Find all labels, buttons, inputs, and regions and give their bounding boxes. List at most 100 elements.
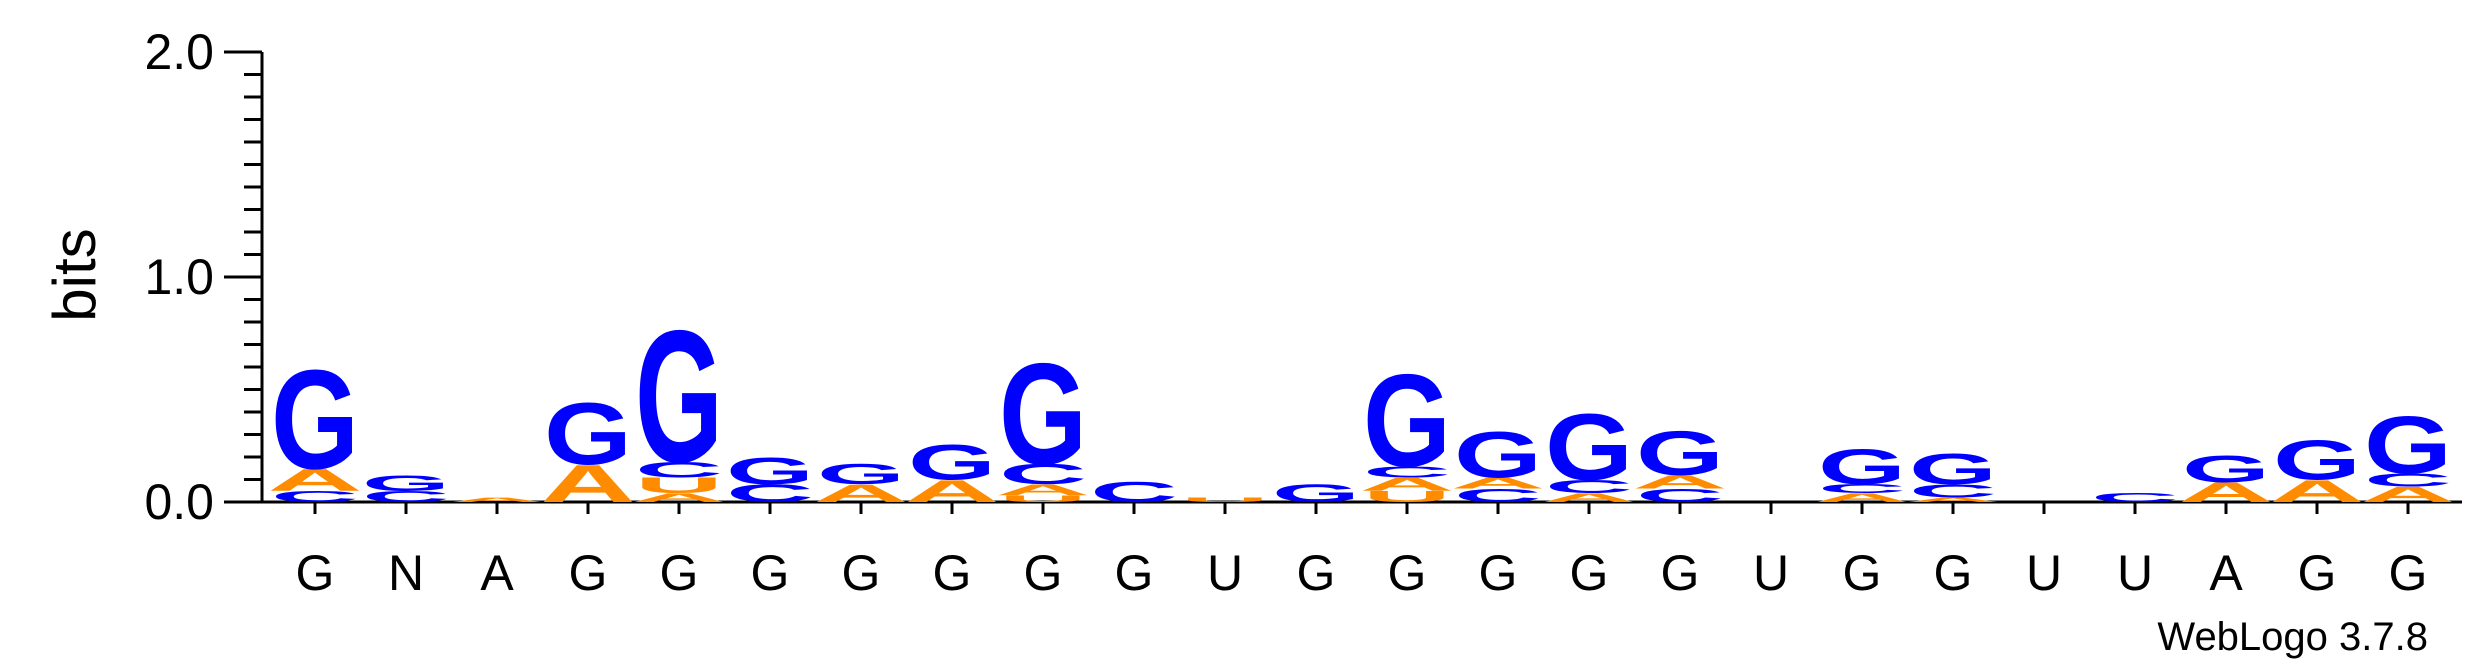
logo-letter-glyph: C (2364, 469, 2452, 490)
logo-letter-A: A (267, 463, 362, 498)
logo-letter-glyph: C (1818, 482, 1906, 496)
logo-letter-A: A (540, 454, 635, 513)
logo-column: CG (362, 471, 450, 505)
x-tick-label: G (1479, 545, 1518, 601)
logo-column: ACG (1541, 395, 1636, 504)
logo-letter-glyph: G (1909, 445, 1997, 494)
logo-letter-C: C (1545, 476, 1633, 497)
logo-letter-C: C (999, 458, 1087, 490)
logo-letter-G: G (362, 471, 450, 496)
logo-letter-A: A (1905, 496, 2000, 503)
logo-letter-glyph: G (1454, 417, 1542, 491)
logo-column: CG (726, 450, 814, 507)
logo-letter-glyph: C (726, 479, 814, 507)
x-tick-label: G (751, 545, 790, 601)
logo-letter-glyph: C (1363, 463, 1451, 481)
logo-letter-glyph: A (1541, 491, 1636, 505)
logo-letter-G: G (635, 291, 723, 502)
x-tick-label: G (842, 545, 881, 601)
logo-letter-A: A (904, 474, 999, 509)
x-tick-label: U (2117, 545, 2153, 601)
logo-column: G (1272, 480, 1360, 508)
logo-letter-A: A (1632, 471, 1727, 492)
logo-column: C (1090, 476, 1178, 508)
logo-letter-A: A (1359, 474, 1454, 495)
logo-letter-glyph: A (540, 454, 635, 513)
logo-letter-glyph: A (2178, 477, 2273, 508)
logo-letter-U: U (1363, 488, 1451, 506)
logo-letter-glyph: A (1905, 496, 2000, 503)
logo-letter-G: G (1454, 417, 1542, 491)
logo-column: CAG (1632, 419, 1727, 506)
logo-letter-A: A (813, 479, 908, 507)
logo-letter-glyph: G (635, 291, 723, 502)
logo-letter-glyph: A (904, 474, 999, 509)
logo-letter-C: C (1909, 481, 1997, 502)
logo-letter-C: C (1818, 482, 1906, 496)
logo-letter-C: C (1363, 463, 1451, 481)
logo-column: AG (2269, 428, 2364, 509)
logo-letter-C: C (1636, 485, 1724, 506)
logo-letter-G: G (1272, 480, 1360, 508)
x-tick-label: U (1753, 545, 1789, 601)
x-tick-label: G (1934, 545, 1973, 601)
logo-letter-glyph: A (1450, 474, 1545, 492)
logo-letter-C: C (271, 488, 359, 506)
logo-letter-glyph: C (1090, 476, 1178, 508)
logo-letter-glyph: C (1909, 481, 1997, 502)
logo-letter-glyph: A (1632, 471, 1727, 492)
logo-letter-glyph: A (631, 491, 726, 505)
logo-letter-glyph: G (817, 459, 905, 491)
logo-letter-A: A (2360, 482, 2455, 507)
logo-letter-glyph: G (1272, 480, 1360, 508)
y-axis: 0.01.02.0 (144, 24, 2462, 530)
logo-letter-G: G (1363, 348, 1451, 495)
logo-letter-glyph: C (2091, 491, 2179, 505)
logo-column: ACG (1814, 439, 1909, 505)
logo-letter-C: C (2091, 491, 2179, 505)
logo-letter-glyph: C (271, 488, 359, 506)
logo-letter-glyph: G (1545, 395, 1633, 500)
logo-letter-G: G (908, 434, 996, 490)
logo-column: ACG (1905, 445, 2000, 504)
logo-letter-G: G (999, 333, 1087, 494)
x-tick-label: G (1661, 545, 1700, 601)
logo-letter-glyph: C (362, 488, 450, 506)
y-tick-label: 2.0 (144, 24, 214, 80)
x-tick-label: G (569, 545, 608, 601)
logo-letter-glyph: G (1818, 439, 1906, 495)
logo-letter-G: G (1545, 395, 1633, 500)
logo-letter-C: C (362, 488, 450, 506)
logo-letter-G: G (726, 450, 814, 492)
logo-letter-glyph: A (449, 496, 544, 503)
logo-letter-glyph: A (1814, 491, 1909, 505)
logo-letter-glyph: C (1454, 485, 1542, 506)
logo-letter-G: G (1636, 419, 1724, 489)
logo-letter-glyph: U (999, 494, 1087, 504)
x-tick-label: G (933, 545, 972, 601)
x-tick-label: G (1843, 545, 1882, 601)
x-tick-label: U (2026, 545, 2062, 601)
logo-letter-U: U (999, 494, 1087, 504)
logo-letter-glyph: A (995, 481, 1090, 499)
weblogo-credit: WebLogo 3.7.8 (2157, 615, 2428, 659)
x-tick-label: G (2298, 545, 2337, 601)
logo-letter-A: A (995, 481, 1090, 499)
x-tick-label: G (296, 545, 335, 601)
logo-letter-C: C (726, 479, 814, 507)
x-tick-label: G (1024, 545, 1063, 601)
logo-letter-glyph: U (1363, 488, 1451, 506)
x-tick-label: G (1115, 545, 1154, 601)
logo-column: AG (904, 434, 999, 509)
logo-letter-U: U (1181, 496, 1269, 503)
logo-letter-A: A (1541, 491, 1636, 505)
y-tick-label: 1.0 (144, 249, 214, 305)
logo-letter-glyph: C (1636, 485, 1724, 506)
logo-letter-glyph: G (1636, 419, 1724, 489)
logo-letter-glyph: C (1545, 476, 1633, 497)
x-tick-label: G (2389, 545, 2428, 601)
